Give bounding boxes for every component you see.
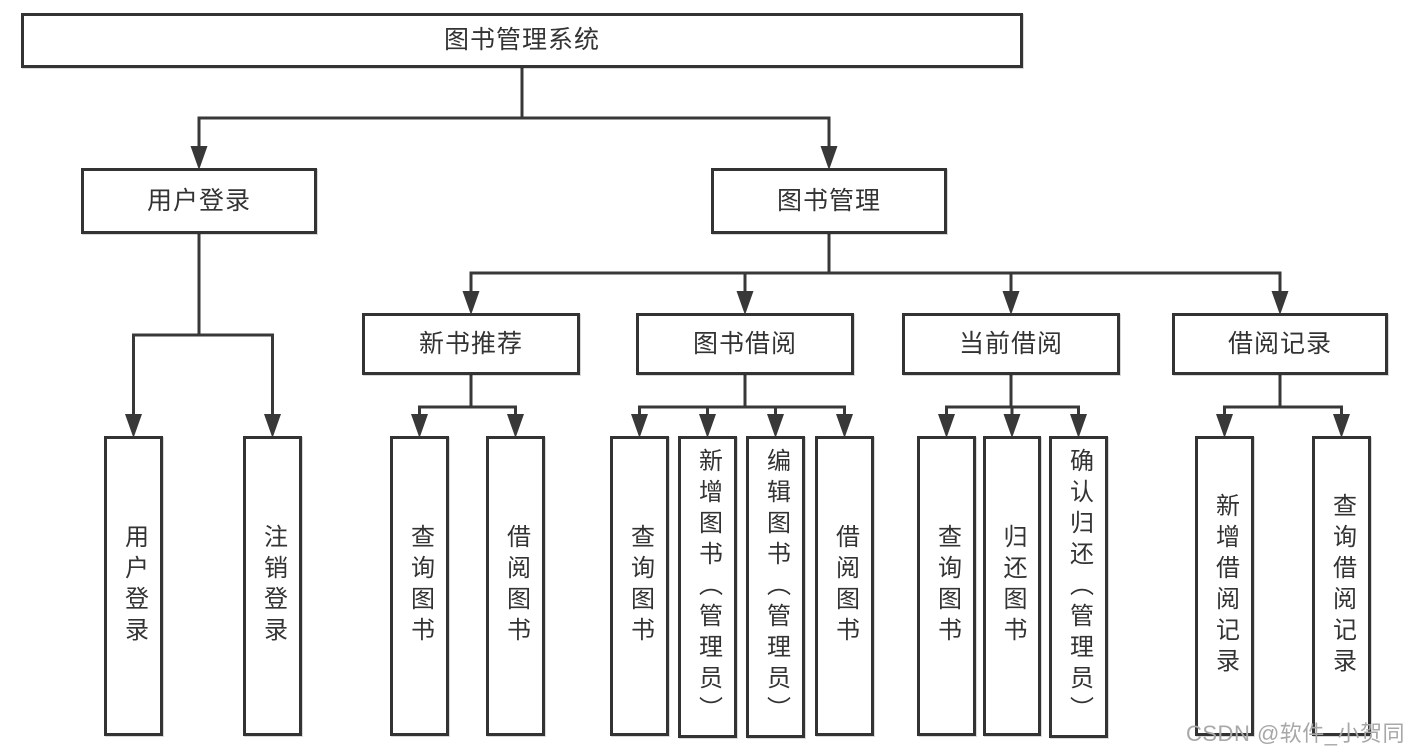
diagram-node-label-borrow-book-1: 借阅图书 xyxy=(502,524,530,648)
diagram-node-edit-book-admin: 编辑图书（管理员） xyxy=(746,436,805,738)
diagram-node-query-book-1: 查询图书 xyxy=(390,436,449,736)
diagram-node-label-query-book-1: 查询图书 xyxy=(406,524,434,648)
watermark-text: CSDN @软件_小贺同学 xyxy=(1186,721,1405,746)
diagram-node-label-root: 图书管理系统 xyxy=(443,26,600,54)
diagram-node-label-borrow-book-2: 借阅图书 xyxy=(831,524,859,648)
diagram-node-book-borrowing: 图书借阅 xyxy=(636,313,854,375)
diagram-node-current-borrowing: 当前借阅 xyxy=(902,313,1120,375)
diagram-node-label-confirm-return-admin: 确认归还（管理员） xyxy=(1065,447,1093,727)
diagram-node-label-return-book: 归还图书 xyxy=(999,524,1026,648)
diagram-node-root: 图书管理系统 xyxy=(21,13,1023,68)
diagram-node-return-book: 归还图书 xyxy=(983,436,1041,736)
diagram-node-query-book-2: 查询图书 xyxy=(610,436,669,736)
diagram-node-label-add-borrow-record: 新增借阅记录 xyxy=(1211,493,1239,679)
diagram-node-add-borrow-record: 新增借阅记录 xyxy=(1195,436,1254,736)
diagram-node-label-current-borrowing: 当前借阅 xyxy=(958,329,1063,358)
diagram-node-borrow-book-2: 借阅图书 xyxy=(815,436,874,736)
diagram-node-confirm-return-admin: 确认归还（管理员） xyxy=(1049,436,1108,738)
diagram-node-label-logout-action: 注销登录 xyxy=(259,524,287,648)
diagram-node-label-edit-book-admin: 编辑图书（管理员） xyxy=(762,447,790,727)
diagram-node-query-book-3: 查询图书 xyxy=(917,436,976,736)
diagram-node-label-user-login-action: 用户登录 xyxy=(120,524,148,648)
diagram-node-label-query-book-2: 查询图书 xyxy=(626,524,654,648)
diagram-node-label-query-borrow-record: 查询借阅记录 xyxy=(1328,493,1356,679)
diagram-node-label-query-book-3: 查询图书 xyxy=(933,524,961,648)
diagram-node-query-borrow-record: 查询借阅记录 xyxy=(1312,436,1371,736)
diagram-node-label-new-book-recommend: 新书推荐 xyxy=(418,329,523,358)
diagram-node-label-book-borrowing: 图书借阅 xyxy=(692,329,797,358)
diagram-node-label-add-book-admin: 新增图书（管理员） xyxy=(694,447,722,727)
diagram-node-label-borrowing-records: 借阅记录 xyxy=(1227,329,1332,358)
diagram-node-label-user-login: 用户登录 xyxy=(146,186,251,215)
diagram-node-user-login-action: 用户登录 xyxy=(104,436,163,736)
diagram-node-borrowing-records: 借阅记录 xyxy=(1172,313,1388,375)
diagram-node-borrow-book-1: 借阅图书 xyxy=(486,436,545,736)
diagram-node-logout-action: 注销登录 xyxy=(243,436,302,736)
diagram-node-add-book-admin: 新增图书（管理员） xyxy=(678,436,737,738)
diagram-node-book-management: 图书管理 xyxy=(711,168,947,234)
diagram-node-label-book-management: 图书管理 xyxy=(776,186,881,215)
diagram-node-new-book-recommend: 新书推荐 xyxy=(362,313,580,375)
diagram-node-user-login: 用户登录 xyxy=(81,168,317,234)
